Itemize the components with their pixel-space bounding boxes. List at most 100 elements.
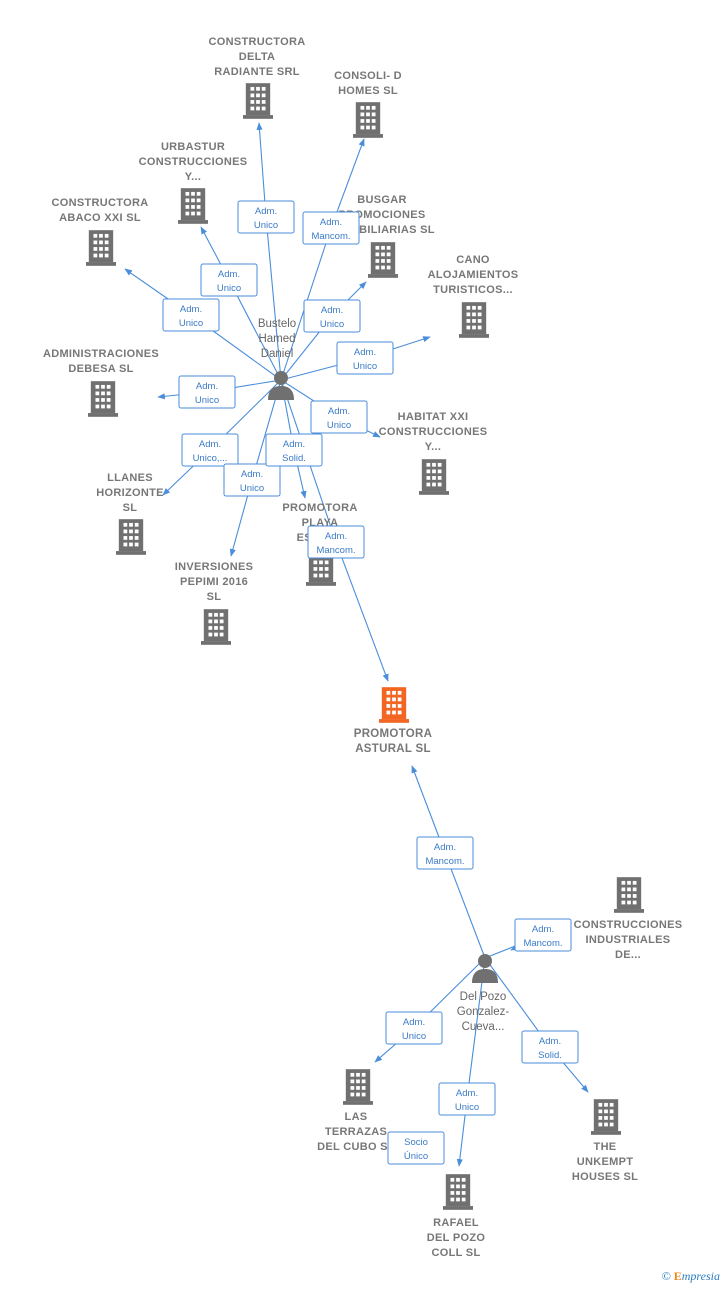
relation-label-bustelo-consoli[interactable]: Adm. Mancom. xyxy=(302,211,360,245)
node-label-line: TERRAZAS xyxy=(325,1126,387,1138)
relation-text: Unico xyxy=(195,395,219,406)
building-icon xyxy=(419,459,449,495)
building-icon xyxy=(614,877,644,913)
relation-text: Unico xyxy=(217,283,241,294)
relation-text: Mancom. xyxy=(425,856,464,867)
relation-text: Adm. xyxy=(196,381,218,392)
node-label-line: ABACO XXI SL xyxy=(59,212,141,224)
relation-text: Mancom. xyxy=(316,545,355,556)
person-node-delpozo[interactable]: Del PozoGonzalez-Cueva... xyxy=(457,954,510,1033)
company-node-astural[interactable]: PROMOTORA ASTURAL SL xyxy=(354,687,433,755)
relation-box xyxy=(303,299,361,333)
relation-text: Adm. xyxy=(325,531,347,542)
relation-text: Mancom. xyxy=(311,231,350,242)
node-label-line: CONSTRUCCIONES xyxy=(139,156,248,168)
relation-box xyxy=(416,836,474,870)
relation-label-bustelo-debesa[interactable]: Adm. Unico xyxy=(178,375,236,409)
person-icon xyxy=(472,954,498,983)
building-icon xyxy=(379,687,409,723)
node-label-line: TURISTICOS... xyxy=(433,284,513,296)
relation-label-delpozo-astural[interactable]: Adm.Mancom. xyxy=(416,836,474,870)
relation-label-bustelo-llanes[interactable]: Adm.Unico,... xyxy=(181,433,239,467)
node-label-line: HABITAT XXI xyxy=(398,411,469,423)
node-label-line: ADMINISTRACIONES xyxy=(43,348,159,360)
relation-box xyxy=(310,400,368,434)
node-label-line: HOUSES SL xyxy=(572,1171,638,1183)
relation-label-bustelo-urbastur[interactable]: Adm.Unico xyxy=(200,263,258,297)
company-node-habitat[interactable]: HABITAT XXICONSTRUCCIONESY... xyxy=(379,411,488,495)
node-label-line: INDUSTRIALES xyxy=(586,934,671,946)
node-label-line: CONSTRUCCIONES xyxy=(379,426,488,438)
node-label-line: ASTURAL SL xyxy=(355,743,431,755)
node-label-line: CONSTRUCTORA xyxy=(209,36,306,48)
company-node-urbastur[interactable]: URBASTURCONSTRUCCIONESY... xyxy=(139,141,248,224)
node-label-line: DE... xyxy=(615,949,641,961)
relation-label-bustelo-astural[interactable]: Adm. Mancom. xyxy=(307,525,365,559)
relation-text: Unico xyxy=(320,319,344,330)
relation-box xyxy=(181,433,239,467)
node-label-line: RADIANTE SRL xyxy=(214,66,300,78)
relation-text: Unico xyxy=(240,483,264,494)
building-icon xyxy=(353,102,383,138)
relation-label-bustelo-abaco[interactable]: Adm.Unico xyxy=(162,298,220,332)
building-icon xyxy=(178,188,208,224)
relation-box xyxy=(237,200,295,234)
relation-label-bustelo-habitat[interactable]: Adm.Unico xyxy=(310,400,368,434)
node-label-line: UNKEMPT xyxy=(577,1156,634,1168)
building-icon xyxy=(459,302,489,338)
company-node-cano[interactable]: CANOALOJAMIENTOSTURISTICOS... xyxy=(428,254,519,338)
node-label-line: CONSTRUCTORA xyxy=(52,197,149,209)
node-label-line: LLANES xyxy=(107,472,153,484)
relation-text: Mancom. xyxy=(523,938,562,949)
relation-box xyxy=(387,1131,445,1165)
relation-label-bustelo-cano[interactable]: Adm.Unico xyxy=(336,341,394,375)
company-node-abaco[interactable]: CONSTRUCTORA ABACO XXI SL xyxy=(52,197,149,266)
building-icon xyxy=(201,609,231,645)
relation-text: Adm. xyxy=(180,304,202,315)
node-label-line: PROMOTORA xyxy=(282,502,357,514)
relation-label-bustelo-playa[interactable]: Adm.Solid. xyxy=(265,433,323,467)
node-label-line: PROMOTORA xyxy=(354,728,433,740)
node-label-line: Cueva... xyxy=(462,1021,505,1033)
relation-box xyxy=(302,211,360,245)
relation-box xyxy=(438,1082,496,1116)
relation-label-delpozo-rafael[interactable]: Adm.Unico xyxy=(438,1082,496,1116)
node-label-line: SL xyxy=(207,591,222,603)
relation-text: Adm. xyxy=(241,469,263,480)
relation-text: Unico xyxy=(327,420,351,431)
node-label-line: LAS xyxy=(345,1111,368,1123)
relation-text: Socio xyxy=(404,1137,428,1148)
relation-label-delpozo-industriales[interactable]: Adm.Mancom. xyxy=(514,918,572,952)
node-label-line: INVERSIONES xyxy=(175,561,254,573)
relation-text: Adm. xyxy=(320,217,342,228)
relation-box xyxy=(307,525,365,559)
node-label-line: BUSGAR xyxy=(357,194,406,206)
building-icon xyxy=(86,230,116,266)
relation-text: Solid. xyxy=(538,1050,562,1061)
node-label-line: PEPIMI 2016 xyxy=(180,576,248,588)
relation-label-bustelo-delta[interactable]: Adm.Unico xyxy=(237,200,295,234)
brand-name: mpresia xyxy=(681,1269,720,1283)
node-label-line: URBASTUR xyxy=(161,141,225,153)
relation-box xyxy=(385,1011,443,1045)
company-node-industriales[interactable]: CONSTRUCCIONESINDUSTRIALESDE... xyxy=(574,877,683,961)
building-icon xyxy=(116,519,146,555)
relation-label-bustelo-pepimi[interactable]: Adm. Unico xyxy=(223,463,281,497)
relation-label-bustelo-busgar[interactable]: Adm.Unico xyxy=(303,299,361,333)
relation-label-delpozo-unkempt[interactable]: Adm.Solid. xyxy=(521,1030,579,1064)
relation-label-delpozo-terrazas[interactable]: Adm.Unico xyxy=(385,1011,443,1045)
relation-text: Adm. xyxy=(354,347,376,358)
relation-text: Unico xyxy=(455,1102,479,1113)
node-label-line: Hamed xyxy=(258,333,295,345)
